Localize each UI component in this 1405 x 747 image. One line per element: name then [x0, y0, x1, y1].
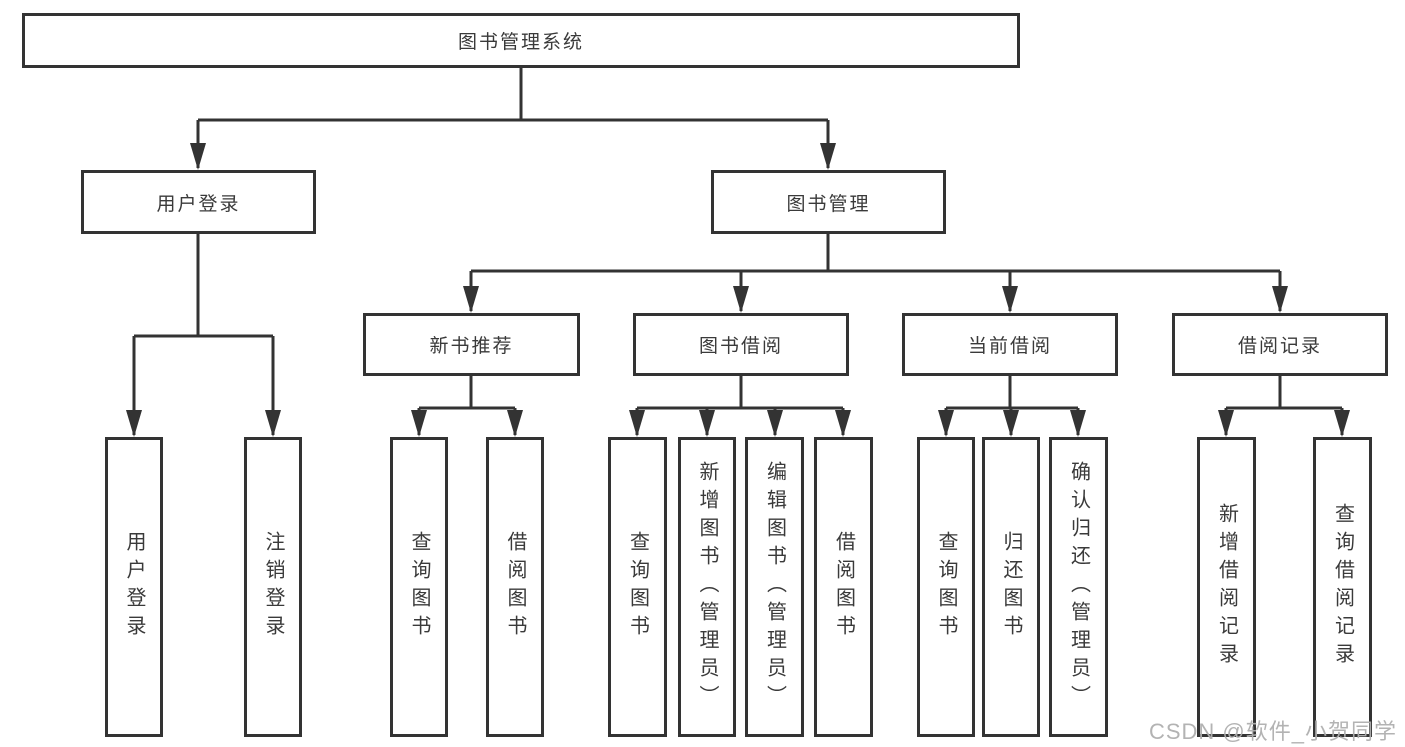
csdn-watermark: CSDN @软件_小贺同学: [1148, 719, 1397, 744]
connector-line: [635, 376, 845, 435]
connector-new-book-rec-arrows: [411, 410, 523, 437]
leaf-query-borrow-record: 查询借阅记录: [1313, 437, 1372, 737]
connector-root-children-arrows: [190, 143, 836, 170]
node-label: 借阅图书: [832, 531, 855, 643]
connector-line: [196, 68, 830, 168]
arrow-down-icon: [1272, 286, 1288, 313]
node-label: 查询借阅记录: [1331, 503, 1354, 671]
node-label: 用户登录: [156, 193, 241, 215]
arrow-down-icon: [463, 286, 479, 313]
node-library-management-system: 图书管理系统: [22, 13, 1020, 68]
connector-book-management-arrows: [463, 286, 1288, 313]
leaf-borrow-books-1: 借阅图书: [486, 437, 544, 737]
node-current-borrowing: 当前借阅: [902, 313, 1118, 376]
arrow-down-icon: [507, 410, 523, 437]
node-label: 新书推荐: [429, 336, 514, 357]
arrow-down-icon: [126, 410, 142, 437]
node-label: 当前借阅: [967, 336, 1052, 357]
arrow-down-icon: [265, 410, 281, 437]
arrow-down-icon: [733, 286, 749, 313]
node-label: 编辑图书（管理员）: [763, 461, 786, 713]
leaf-query-books-1: 查询图书: [390, 437, 448, 737]
node-label: 新增图书（管理员）: [696, 461, 718, 713]
connector-new-book-rec-children: [417, 376, 517, 435]
arrow-down-icon: [699, 410, 715, 437]
node-label: 新增借阅记录: [1215, 503, 1238, 671]
arrow-down-icon: [1334, 410, 1350, 437]
leaf-query-books-2: 查询图书: [608, 437, 667, 737]
leaf-add-books-admin: 新增图书（管理员）: [678, 437, 736, 737]
arrow-down-icon: [411, 410, 427, 437]
node-label: 借阅记录: [1237, 336, 1322, 357]
arrow-down-icon: [938, 410, 954, 437]
arrow-down-icon: [1002, 286, 1018, 313]
node-label: 图书管理: [786, 193, 871, 215]
arrow-down-icon: [190, 143, 206, 170]
connector-book-borrow-arrows: [629, 410, 851, 437]
node-book-management: 图书管理: [711, 170, 946, 234]
connector-user-login-children: [132, 234, 275, 435]
connector-line: [417, 376, 517, 435]
connector-borrow-record-children: [1224, 376, 1344, 435]
leaf-query-books-3: 查询图书: [917, 437, 975, 737]
node-label: 图书管理系统: [457, 32, 584, 53]
connector-book-borrow-children: [635, 376, 845, 435]
leaf-return-books: 归还图书: [982, 437, 1040, 737]
leaf-logout-login: 注销登录: [244, 437, 302, 737]
connector-line: [1224, 376, 1344, 435]
node-borrowing-records: 借阅记录: [1172, 313, 1388, 376]
leaf-borrow-books-2: 借阅图书: [814, 437, 873, 737]
node-label: 图书借阅: [698, 336, 783, 357]
node-label: 查询图书: [935, 531, 957, 643]
arrow-down-icon: [1070, 410, 1086, 437]
connector-borrow-record-arrows: [1218, 410, 1350, 437]
connector-line: [469, 234, 1282, 311]
node-label: 查询图书: [626, 531, 649, 643]
leaf-confirm-return-admin: 确认归还（管理员）: [1049, 437, 1108, 737]
node-user-login: 用户登录: [81, 170, 316, 234]
node-label: 归还图书: [1000, 531, 1022, 643]
node-label: 借阅图书: [504, 531, 526, 643]
connector-line: [132, 234, 275, 435]
node-label: 用户登录: [123, 531, 145, 643]
node-label: 注销登录: [262, 531, 284, 643]
arrow-down-icon: [820, 143, 836, 170]
connector-user-login-arrows: [126, 410, 281, 437]
connector-book-management-children: [469, 234, 1282, 311]
leaf-edit-books-admin: 编辑图书（管理员）: [745, 437, 804, 737]
leaf-user-login: 用户登录: [105, 437, 163, 737]
node-label: 查询图书: [408, 531, 430, 643]
arrow-down-icon: [835, 410, 851, 437]
node-book-borrowing: 图书借阅: [633, 313, 849, 376]
arrow-down-icon: [629, 410, 645, 437]
arrow-down-icon: [1218, 410, 1234, 437]
connector-current-borrow-arrows: [938, 410, 1086, 437]
node-new-book-recommendation: 新书推荐: [363, 313, 580, 376]
leaf-add-borrow-record: 新增借阅记录: [1197, 437, 1256, 737]
arrow-down-icon: [767, 410, 783, 437]
connector-root-children: [196, 68, 830, 168]
arrow-down-icon: [1003, 410, 1019, 437]
node-label: 确认归还（管理员）: [1067, 461, 1090, 713]
